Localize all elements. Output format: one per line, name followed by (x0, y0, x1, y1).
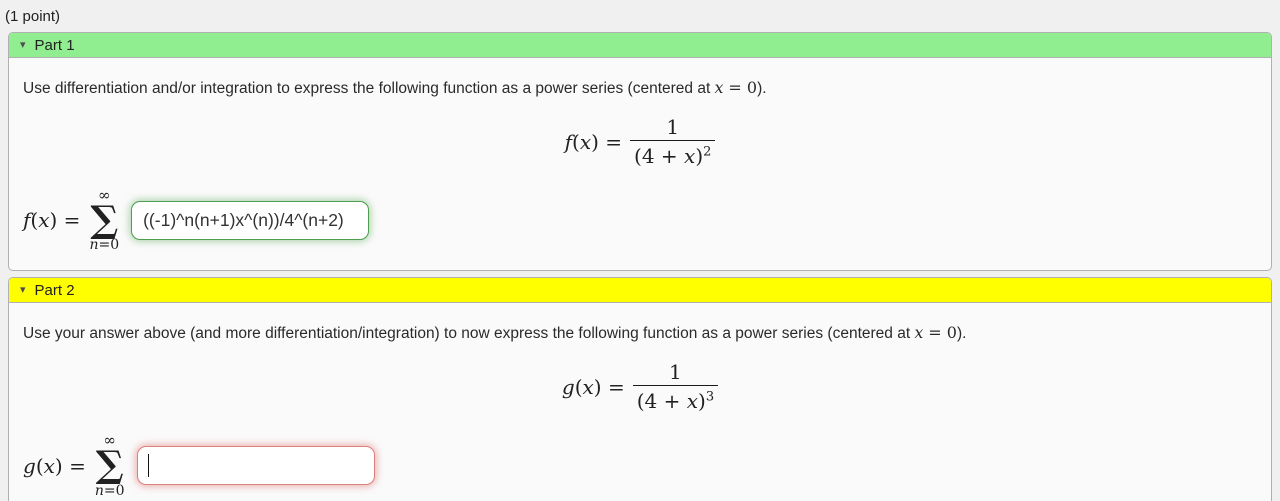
part2-header-label: Part 2 (34, 281, 75, 299)
equals-sign: = (607, 375, 625, 400)
part2-prompt: Use your answer above (and more differen… (23, 323, 1257, 343)
func-symbol: f (23, 208, 31, 233)
part1-header-label: Part 1 (34, 36, 75, 54)
func-symbol: g (23, 453, 36, 478)
fraction-bar (630, 140, 716, 141)
den-text: (4 + (636, 389, 687, 414)
part1-prompt: Use differentiation and/or integration t… (23, 78, 1257, 98)
den-text: ) (698, 389, 706, 414)
collapse-caret-icon: ▾ (20, 38, 26, 51)
prompt-text: Use differentiation and/or integration t… (23, 80, 715, 97)
prompt-text-after: ). (757, 80, 767, 97)
paren: ( (572, 130, 580, 154)
equals-sign: = (69, 453, 86, 478)
prompt-math-rel: = 0 (923, 323, 957, 343)
paren: ) (591, 130, 599, 154)
sum-index-var: n (94, 482, 104, 499)
part1-panel: ▾ Part 1 Use differentiation and/or inte… (8, 32, 1272, 272)
part2-answer-input[interactable] (136, 446, 375, 486)
sum-index-var: n (89, 237, 99, 254)
prompt-text: Use your answer above (and more differen… (23, 325, 915, 343)
func-symbol: f (564, 130, 572, 154)
equals-sign: = (605, 130, 623, 154)
paren: ( (35, 453, 44, 478)
sum-upper-limit: ∞ (103, 431, 116, 450)
sigma-icon: ∑ (90, 197, 119, 241)
paren: ) (54, 453, 63, 478)
part2-body: Use your answer above (and more differen… (9, 303, 1271, 501)
part2-display-formula: g(x) = 1 (4 + x)3 (23, 361, 1257, 413)
prompt-math-var: x (914, 324, 924, 343)
part2-header[interactable]: ▾ Part 2 (9, 278, 1271, 304)
paren: ) (49, 208, 58, 233)
summation-symbol: ∞ ∑ n=0 (94, 431, 125, 499)
var-symbol: x (38, 208, 50, 233)
paren: ( (30, 208, 39, 233)
sum-upper-limit: ∞ (98, 186, 111, 204)
part2-panel: ▾ Part 2 Use your answer above (and more… (8, 277, 1272, 501)
part1-display-formula: f(x) = 1 (4 + x)2 (23, 116, 1257, 168)
den-var: x (686, 389, 699, 414)
den-exponent: 2 (703, 144, 712, 160)
var-symbol: x (579, 130, 592, 154)
var-symbol: x (43, 453, 55, 478)
part1-header[interactable]: ▾ Part 1 (9, 33, 1271, 58)
den-text: ) (695, 144, 704, 168)
fraction-bar (632, 385, 719, 387)
prompt-math-rel: = 0 (723, 78, 758, 97)
collapse-caret-icon: ▾ (20, 283, 26, 296)
summation-symbol: ∞ ∑ n=0 (89, 186, 120, 254)
points-label: (1 point) (5, 8, 61, 25)
numerator: 1 (666, 115, 680, 139)
sum-lower-value: =0 (98, 237, 120, 254)
numerator: 1 (669, 360, 682, 385)
fraction: 1 (4 + x)3 (632, 360, 719, 414)
part1-answer-row: f(x) = ∞ ∑ n=0 (23, 188, 1257, 252)
text-caret (147, 454, 150, 478)
sum-lower-value: =0 (103, 482, 125, 499)
den-exponent: 3 (705, 389, 715, 405)
prompt-text-after: ). (956, 325, 967, 343)
part2-answer-row: g(x) = ∞ ∑ n=0 (23, 431, 1257, 499)
part1-answer-input[interactable] (131, 200, 370, 240)
equals-sign: = (63, 208, 81, 233)
prompt-math-var: x (714, 79, 724, 97)
var-symbol: x (582, 375, 594, 400)
func-symbol: g (561, 375, 575, 400)
paren: ( (574, 375, 583, 400)
paren: ) (593, 375, 602, 400)
den-text: (4 + (634, 144, 685, 168)
den-var: x (684, 144, 696, 168)
part1-body: Use differentiation and/or integration t… (9, 58, 1271, 270)
sigma-icon: ∑ (95, 442, 124, 487)
fraction: 1 (4 + x)2 (630, 115, 716, 168)
